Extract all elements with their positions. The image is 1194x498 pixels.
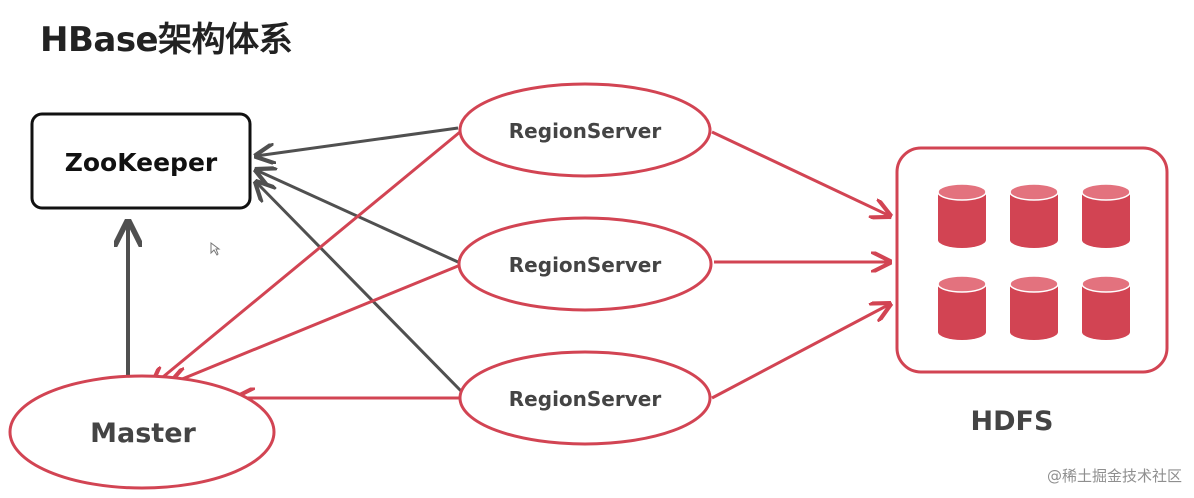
- arrow-rs1-to-zookeeper: [256, 126, 459, 156]
- arrow-rs3-to-zookeeper: [256, 182, 464, 394]
- page-title: HBase架构体系: [40, 20, 293, 60]
- regionserver-label-2: RegionServer: [509, 253, 662, 277]
- hdfs-node: HDFS: [895, 146, 1169, 437]
- regionserver-node-3: RegionServer: [458, 350, 712, 446]
- hdfs-label: HDFS: [971, 406, 1054, 437]
- arrow-rs3-to-hdfs: [711, 304, 890, 400]
- arrow-rs2-to-master: [170, 264, 459, 384]
- regionserver-label-3: RegionServer: [509, 387, 662, 411]
- cylinder-icon: [1081, 183, 1131, 248]
- regionserver-node-2: RegionServer: [457, 216, 713, 312]
- arrow-rs1-to-hdfs: [711, 130, 890, 216]
- master-node: Master: [8, 374, 276, 490]
- cylinder-icon: [1081, 275, 1131, 340]
- hdfs-storage-icons: [937, 183, 1131, 340]
- arrow-rs1-to-master: [152, 130, 461, 386]
- cylinder-icon: [937, 183, 987, 248]
- connectors: [128, 126, 890, 400]
- zookeeper-node: ZooKeeper: [30, 112, 252, 210]
- regionserver-node-1: RegionServer: [458, 82, 712, 178]
- zookeeper-label: ZooKeeper: [65, 148, 218, 177]
- master-label: Master: [90, 418, 196, 449]
- cursor-icon: [210, 242, 221, 256]
- watermark: @稀土掘金技术社区: [1046, 467, 1182, 485]
- regionserver-label-1: RegionServer: [509, 119, 662, 143]
- cylinder-icon: [937, 275, 987, 340]
- cylinder-icon: [1009, 275, 1059, 340]
- cylinder-icon: [1009, 183, 1059, 248]
